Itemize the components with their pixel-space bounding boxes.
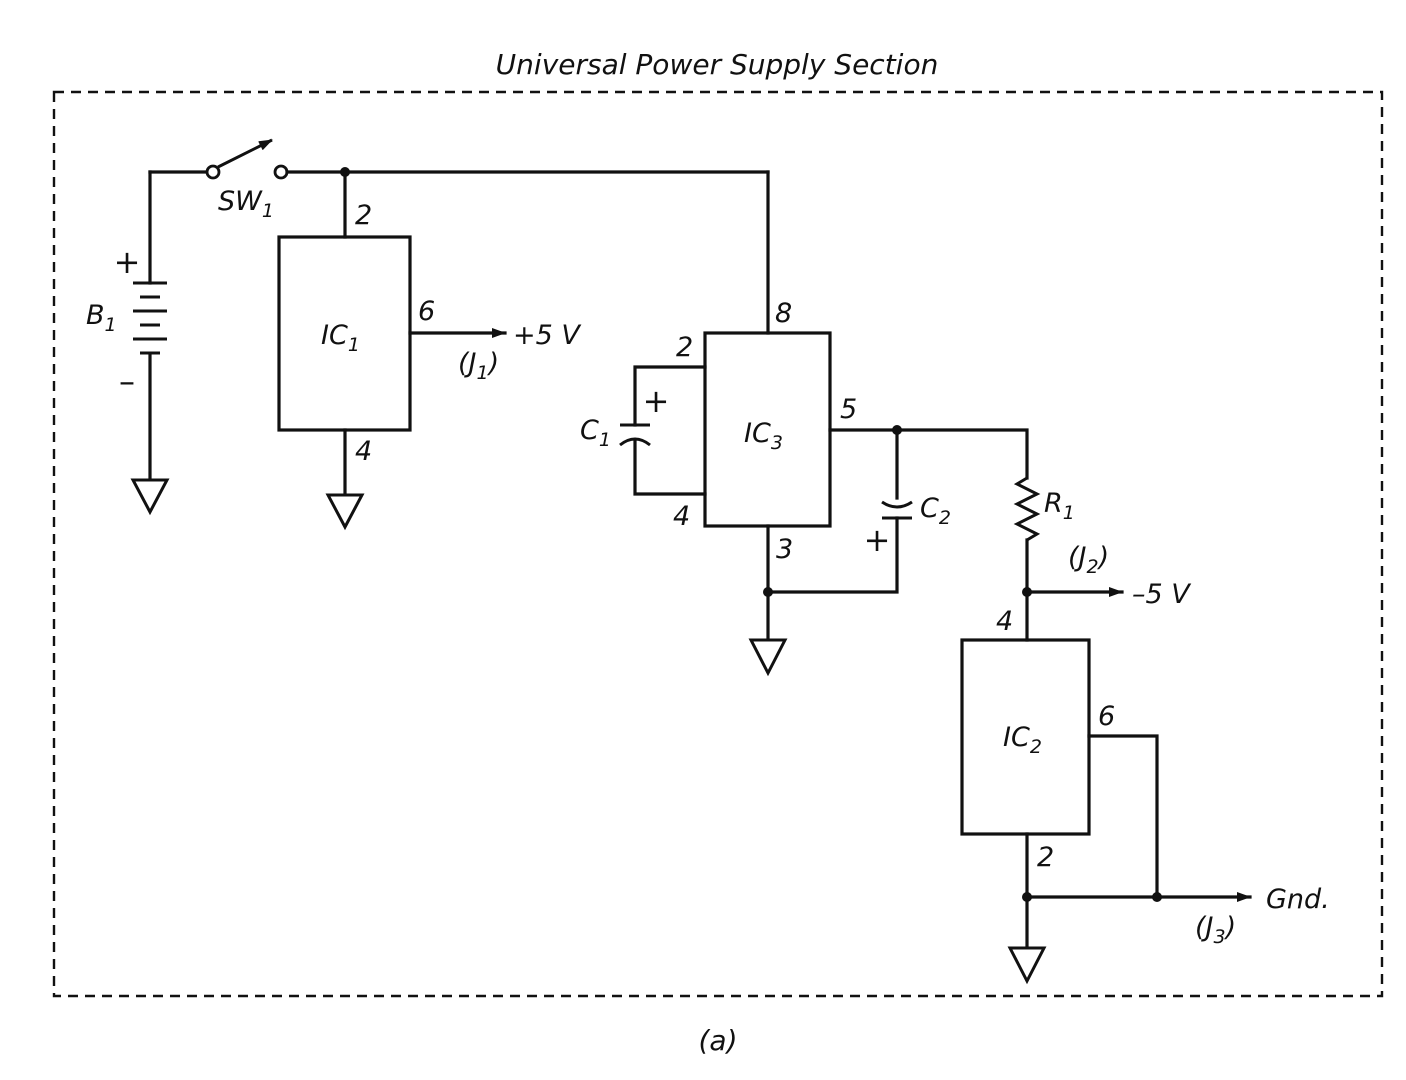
switch-sw1	[148, 138, 770, 180]
ic3-pin-3: 3	[776, 534, 793, 565]
ic2-label: IC2	[1003, 722, 1042, 758]
ground-symbol	[130, 478, 170, 516]
ic1-pin-6: 6	[418, 296, 435, 327]
ground-symbol	[1007, 946, 1047, 985]
ic2-pin-6: 6	[1098, 701, 1115, 732]
capacitor-c2-label: C2	[920, 493, 951, 529]
output-minus5v: –5 V	[1132, 579, 1192, 610]
junction-dot	[892, 425, 902, 435]
ic3-label: IC3	[744, 418, 783, 454]
junction-dot	[763, 587, 773, 597]
diagram-title: Universal Power Supply Section	[496, 48, 939, 81]
ic3-pin-8: 8	[775, 298, 792, 329]
ground-symbol	[325, 493, 365, 531]
battery-minus-sign: –	[119, 362, 135, 400]
ic2-block	[960, 638, 1252, 985]
jack-j2-label: (J2)	[1068, 542, 1109, 578]
ic3-pin-4: 4	[673, 501, 690, 532]
capacitor-c1-label: C1	[580, 415, 611, 451]
figure-caption: (a)	[698, 1024, 737, 1057]
ic2-pin-4: 4	[996, 606, 1013, 637]
ground-symbol	[748, 638, 788, 677]
ic1-block	[277, 170, 507, 531]
section-boundary	[52, 90, 1384, 998]
resistor-r1-label: R1	[1044, 488, 1075, 524]
switch-label: SW1	[218, 186, 274, 222]
ic2-pin-2: 2	[1037, 842, 1054, 873]
output-plus5v: +5 V	[513, 320, 582, 351]
c2-polarity-plus: +	[864, 521, 891, 559]
ic3-pin-2: 2	[676, 332, 693, 363]
junction-dot	[1022, 892, 1032, 902]
battery-b1	[130, 170, 170, 516]
ic3-block	[619, 170, 1029, 677]
jack-j3-label: (J3)	[1195, 912, 1236, 948]
junction-dot	[1152, 892, 1162, 902]
jack-j1-label: (J1)	[458, 348, 499, 384]
battery-label: B1	[86, 300, 117, 336]
ic1-label: IC1	[321, 320, 360, 356]
battery-plus-sign: +	[114, 243, 141, 281]
ic1-pin-2: 2	[355, 200, 372, 231]
c1-polarity-plus: +	[643, 382, 670, 420]
ic3-pin-5: 5	[840, 394, 857, 425]
output-gnd: Gnd.	[1266, 884, 1330, 915]
junction-dot	[1022, 587, 1032, 597]
ic1-pin-4: 4	[355, 436, 372, 467]
